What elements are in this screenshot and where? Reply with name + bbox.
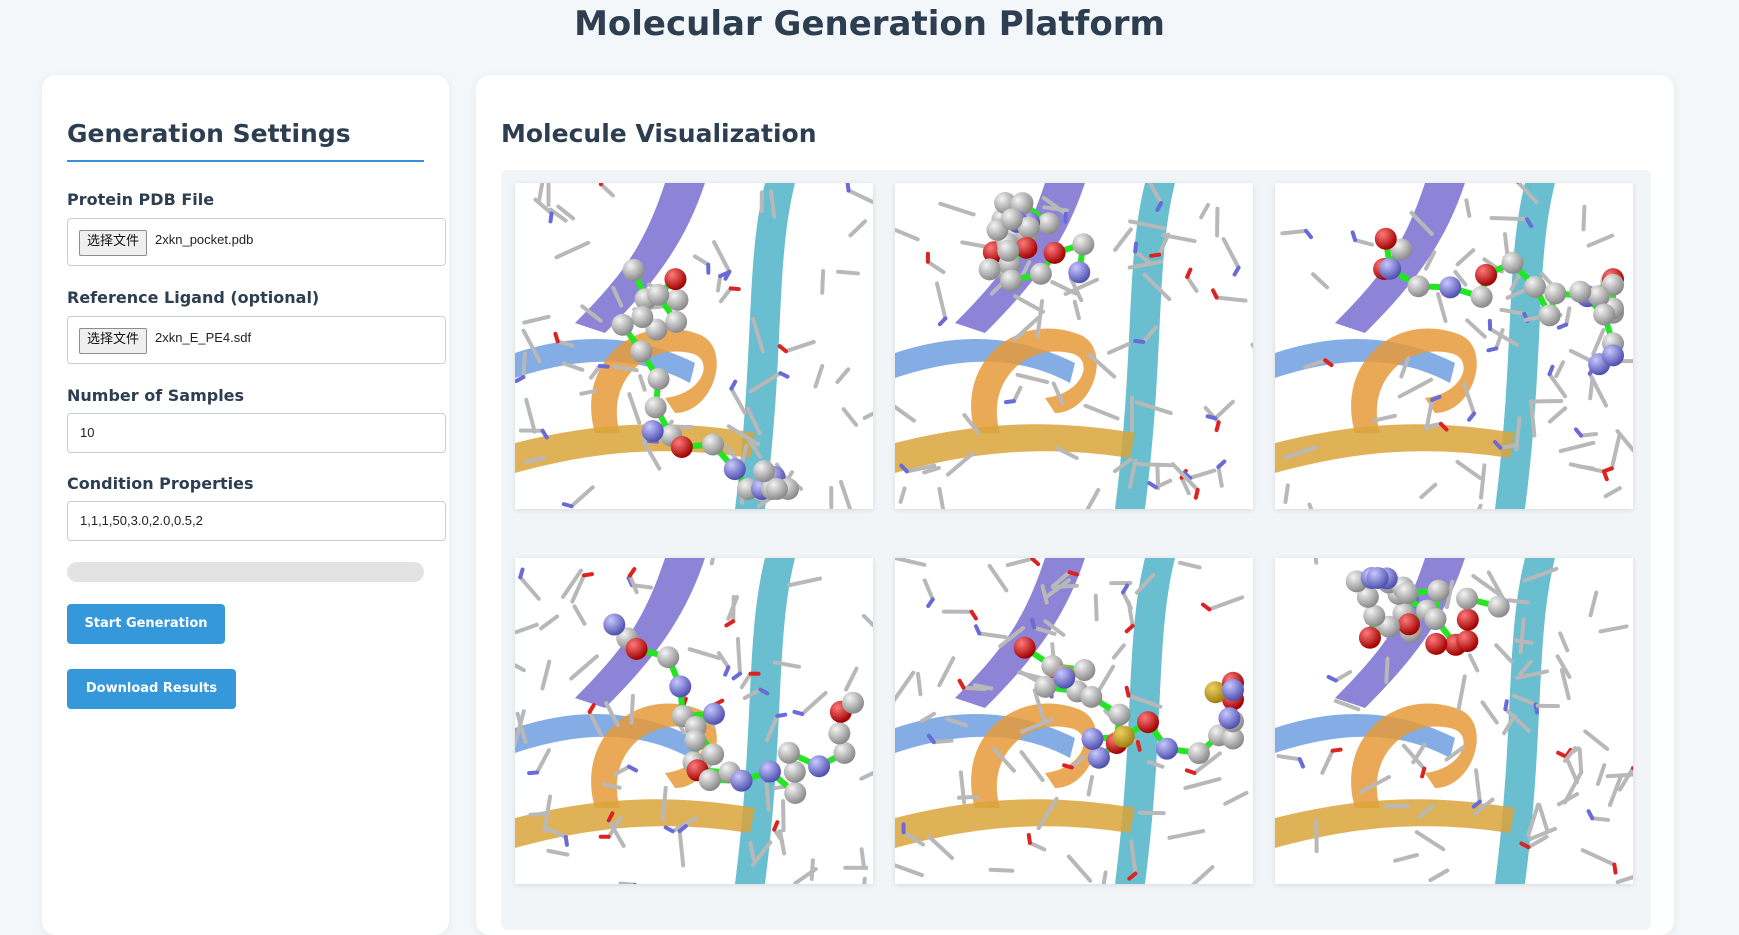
molecule-render-3[interactable] [1275, 183, 1633, 509]
heading-underline [67, 160, 424, 162]
molecule-render-4[interactable] [515, 558, 873, 884]
generation-settings-panel: Generation Settings Protein PDB File 选择文… [42, 75, 449, 935]
molecule-render-1[interactable] [515, 183, 873, 509]
start-generation-button[interactable]: Start Generation [67, 604, 225, 644]
samples-label: Number of Samples [67, 386, 244, 405]
molecule-render-2[interactable] [895, 183, 1253, 509]
download-results-button[interactable]: Download Results [67, 669, 236, 709]
condition-input[interactable]: 1,1,1,50,3.0,2.0,0.5,2 [67, 501, 446, 541]
ligand-file-input[interactable]: 选择文件 2xkn_E_PE4.sdf [67, 316, 446, 364]
protein-file-name: 2xkn_pocket.pdb [155, 232, 253, 247]
ligand-choose-file-button[interactable]: 选择文件 [79, 328, 147, 354]
condition-label: Condition Properties [67, 474, 253, 493]
protein-file-label: Protein PDB File [67, 190, 214, 209]
ligand-file-name: 2xkn_E_PE4.sdf [155, 330, 251, 345]
molecule-visualization-panel: Molecule Visualization [476, 75, 1674, 935]
protein-choose-file-button[interactable]: 选择文件 [79, 230, 147, 256]
visualization-heading: Molecule Visualization [501, 119, 817, 148]
settings-heading: Generation Settings [67, 119, 351, 148]
protein-file-input[interactable]: 选择文件 2xkn_pocket.pdb [67, 218, 446, 266]
samples-input[interactable]: 10 [67, 413, 446, 453]
progress-bar [67, 562, 424, 582]
ligand-file-label: Reference Ligand (optional) [67, 288, 319, 307]
page-title: Molecular Generation Platform [0, 4, 1739, 44]
molecule-grid [501, 170, 1651, 930]
molecule-render-6[interactable] [1275, 558, 1633, 884]
molecule-render-5[interactable] [895, 558, 1253, 884]
